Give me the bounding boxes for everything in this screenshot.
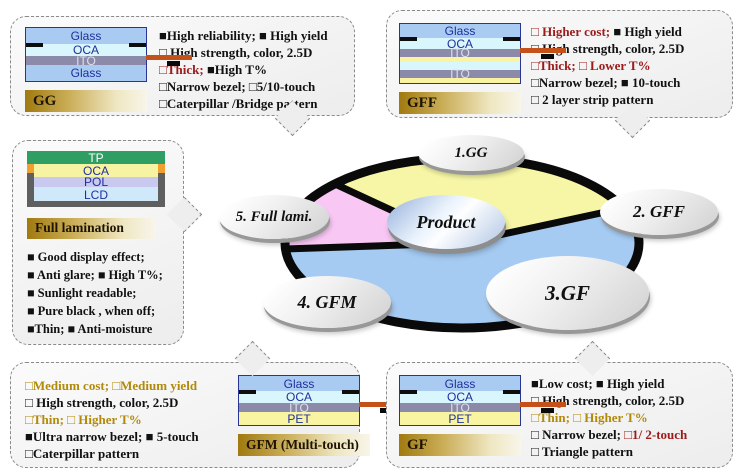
fpc-connector xyxy=(520,48,566,53)
layer-pet: PET xyxy=(400,412,520,426)
pie-label-gff: 2. GFF xyxy=(600,189,718,235)
layer-glass: Glass xyxy=(239,376,359,391)
fpc-connector xyxy=(520,402,566,407)
pie-label-gg: 1.GG xyxy=(418,135,524,171)
gf-feature-list: ■Low cost; ■ High yield □ High strength, … xyxy=(531,375,687,462)
layer-ito: ITO xyxy=(26,54,146,68)
bond-pad-left xyxy=(239,390,256,394)
fpc-connector xyxy=(146,55,192,60)
feature-line: ■ Pure black , when off; xyxy=(27,304,156,318)
feature-line: ■Low cost; ■ High yield xyxy=(531,376,665,391)
feature-line: □Thick; □ Lower T% xyxy=(531,58,651,73)
feature-line: □Thin; □ Higher T% xyxy=(531,410,648,425)
feature-line: □Caterpillar /Bridge pattern xyxy=(159,96,318,111)
bond-pad-right xyxy=(503,37,520,41)
bezel-frame-right xyxy=(158,172,165,207)
fpc-chip xyxy=(541,408,554,413)
layer-film xyxy=(400,62,520,70)
feature-line: □ Higher cost; ■ High yield xyxy=(531,24,682,39)
bezel-frame-left xyxy=(27,172,34,207)
feature-line: □ 2 layer strip pattern xyxy=(531,92,654,107)
layer-ito: ITO xyxy=(400,46,520,60)
gg-feature-list: ■High reliability; ■ High yield □ High st… xyxy=(159,27,328,111)
gfm-info-bubble: □Medium cost; □Medium yield □ High streng… xyxy=(10,362,405,468)
gf-label: GF xyxy=(399,434,521,456)
gff-feature-list: □ Higher cost; ■ High yield □ High streng… xyxy=(531,23,684,112)
layer-ito: ITO xyxy=(400,67,520,81)
bond-pad-right xyxy=(129,43,146,47)
full-lamination-feature-list: ■ Good display effect; ■ Anti glare; ■ Hi… xyxy=(27,248,183,338)
gasket-right xyxy=(158,164,165,173)
feature-line: □ High strength, color, 2.5D xyxy=(531,41,685,56)
feature-line: □ Triangle pattern xyxy=(531,444,633,459)
layer-oca: OCA xyxy=(239,390,359,404)
layer-glass: Glass xyxy=(400,376,520,391)
layer-ito: ITO xyxy=(239,401,359,415)
feature-line: ■ Good display effect; xyxy=(27,250,145,264)
layer-lcd: LCD xyxy=(27,187,165,203)
pie-label-gfm: 4. GFM xyxy=(263,276,391,328)
feature-line: □ Narrow bezel; □1/ 2-touch xyxy=(531,427,688,442)
feature-line: □Medium cost; □Medium yield xyxy=(25,378,198,393)
layer-oca: OCA xyxy=(27,164,165,178)
layer-glass: Glass xyxy=(400,24,520,38)
feature-line: ■ Sunlight readable; xyxy=(27,286,137,300)
feature-line: □Thick; ■High T% xyxy=(159,62,267,77)
pie-label-full-lami: 5. Full lami. xyxy=(219,195,329,239)
bond-pad-right xyxy=(503,390,520,394)
feature-line: □ High strength, color, 2.5D xyxy=(531,393,685,408)
fpc-chip xyxy=(541,54,554,59)
gff-label: GFF xyxy=(399,92,521,114)
gfm-feature-list: □Medium cost; □Medium yield □ High streng… xyxy=(25,375,230,462)
feature-line: ■Ultra narrow bezel; ■ 5-touch xyxy=(25,429,199,444)
gfm-label: GFM (Multi-touch) xyxy=(238,434,370,456)
layer-pet: PET xyxy=(239,412,359,426)
feature-line: ■Thin; ■ Anti-moisture xyxy=(27,322,153,336)
gg-label: GG xyxy=(25,90,147,112)
feature-line: □Thin; □ Higher T% xyxy=(25,412,142,427)
layer-pol: POL xyxy=(27,175,165,189)
feature-line: ■ Anti glare; ■ High T%; xyxy=(27,268,163,282)
layer-film xyxy=(400,57,520,62)
product-ellipse: Product xyxy=(387,195,505,249)
layer-oca: OCA xyxy=(26,43,146,57)
layer-glass: Glass xyxy=(26,65,146,81)
feature-line: □Caterpillar pattern xyxy=(25,446,140,461)
fpc-chip xyxy=(167,61,180,66)
pie-label-gf: 3.GF xyxy=(486,256,649,330)
full-lamination-label: Full lamination xyxy=(27,217,155,239)
gasket-left xyxy=(27,164,34,173)
bond-pad-left xyxy=(400,390,417,394)
bezel-frame-bottom xyxy=(27,200,165,207)
bond-pad-left xyxy=(26,43,43,47)
bond-pad-right xyxy=(342,390,359,394)
layer-ito: ITO xyxy=(400,401,520,415)
layer-glass: Glass xyxy=(26,28,146,44)
layer-oca: OCA xyxy=(400,390,520,404)
layer-film xyxy=(400,78,520,83)
bond-pad-left xyxy=(400,37,417,41)
feature-line: □ High strength, color, 2.5D xyxy=(159,45,313,60)
feature-line: ■High reliability; ■ High yield xyxy=(159,28,328,43)
feature-line: □Narrow bezel; □5/10-touch xyxy=(159,79,316,94)
feature-line: □ High strength, color, 2.5D xyxy=(25,395,179,410)
layer-oca: OCA xyxy=(400,37,520,51)
feature-line: □Narrow bezel; ■ 10-touch xyxy=(531,75,681,90)
layer-tp: TP xyxy=(27,151,165,165)
fpc-connector xyxy=(359,402,405,407)
